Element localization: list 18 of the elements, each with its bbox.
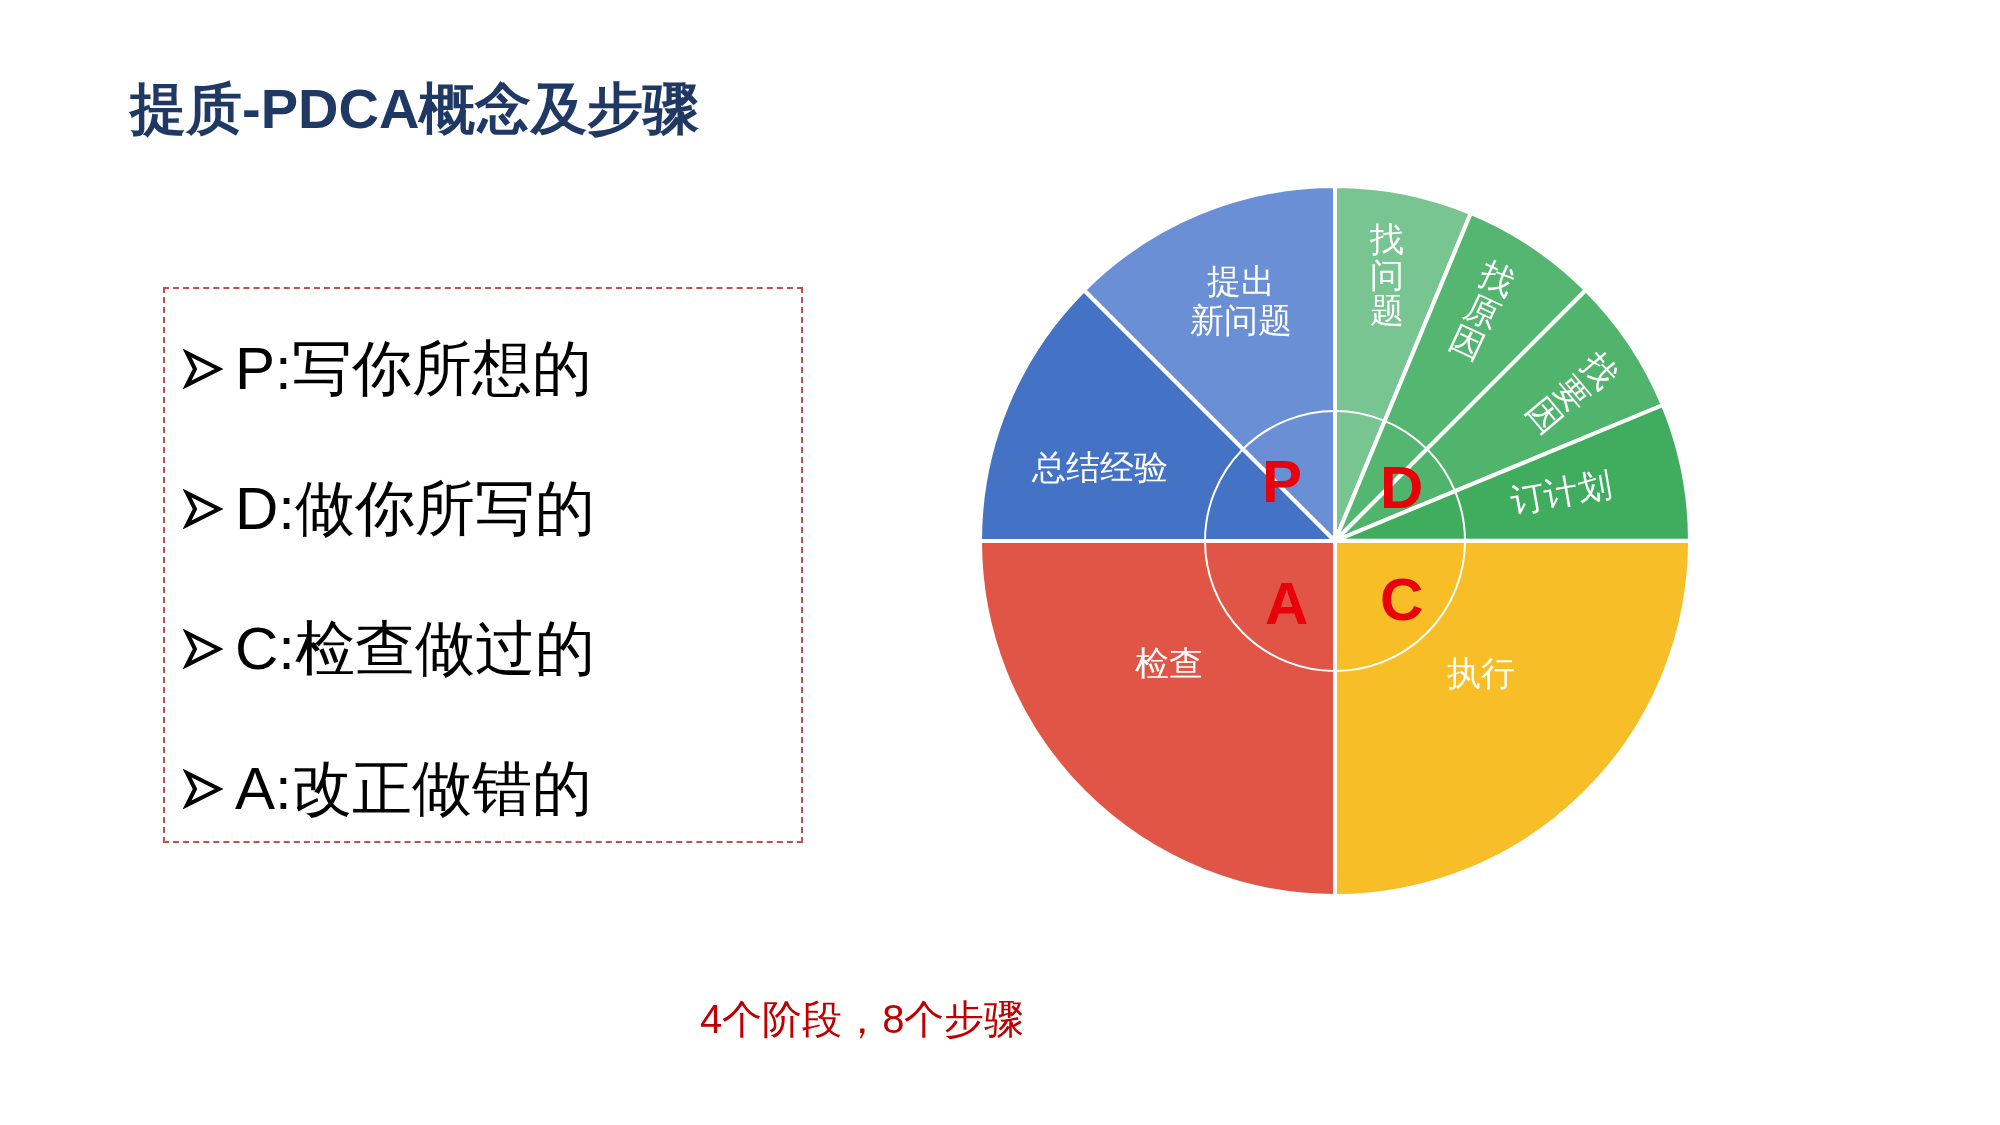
wedge-label: 找原因 xyxy=(1443,255,1521,368)
wedge-label: 找要因 xyxy=(1520,346,1624,441)
wedge-label: 总结经验 xyxy=(1032,448,1168,488)
bullet-text: A:改正做错的 xyxy=(235,754,592,824)
wedge-label: 找问题 xyxy=(1370,222,1404,330)
phase-letter: C xyxy=(1380,570,1424,630)
dashed-box xyxy=(163,287,803,843)
caption: 4个阶段，8个步骤 xyxy=(700,996,1025,1043)
wedge-label: 执行 xyxy=(1447,654,1515,694)
wedge-label: 提出新问题 xyxy=(1190,262,1292,341)
wedge-label: 订计划 xyxy=(1507,464,1615,521)
title: 提质-PDCA概念及步骤 xyxy=(130,76,700,142)
phase-letter: A xyxy=(1265,574,1309,634)
bullet-text: C:检查做过的 xyxy=(235,614,595,684)
phase-letter: D xyxy=(1380,458,1424,518)
bullet-text: D:做你所写的 xyxy=(235,474,595,544)
bullet-text: P:写你所想的 xyxy=(235,334,592,404)
wedge-label: 检查 xyxy=(1135,644,1203,684)
